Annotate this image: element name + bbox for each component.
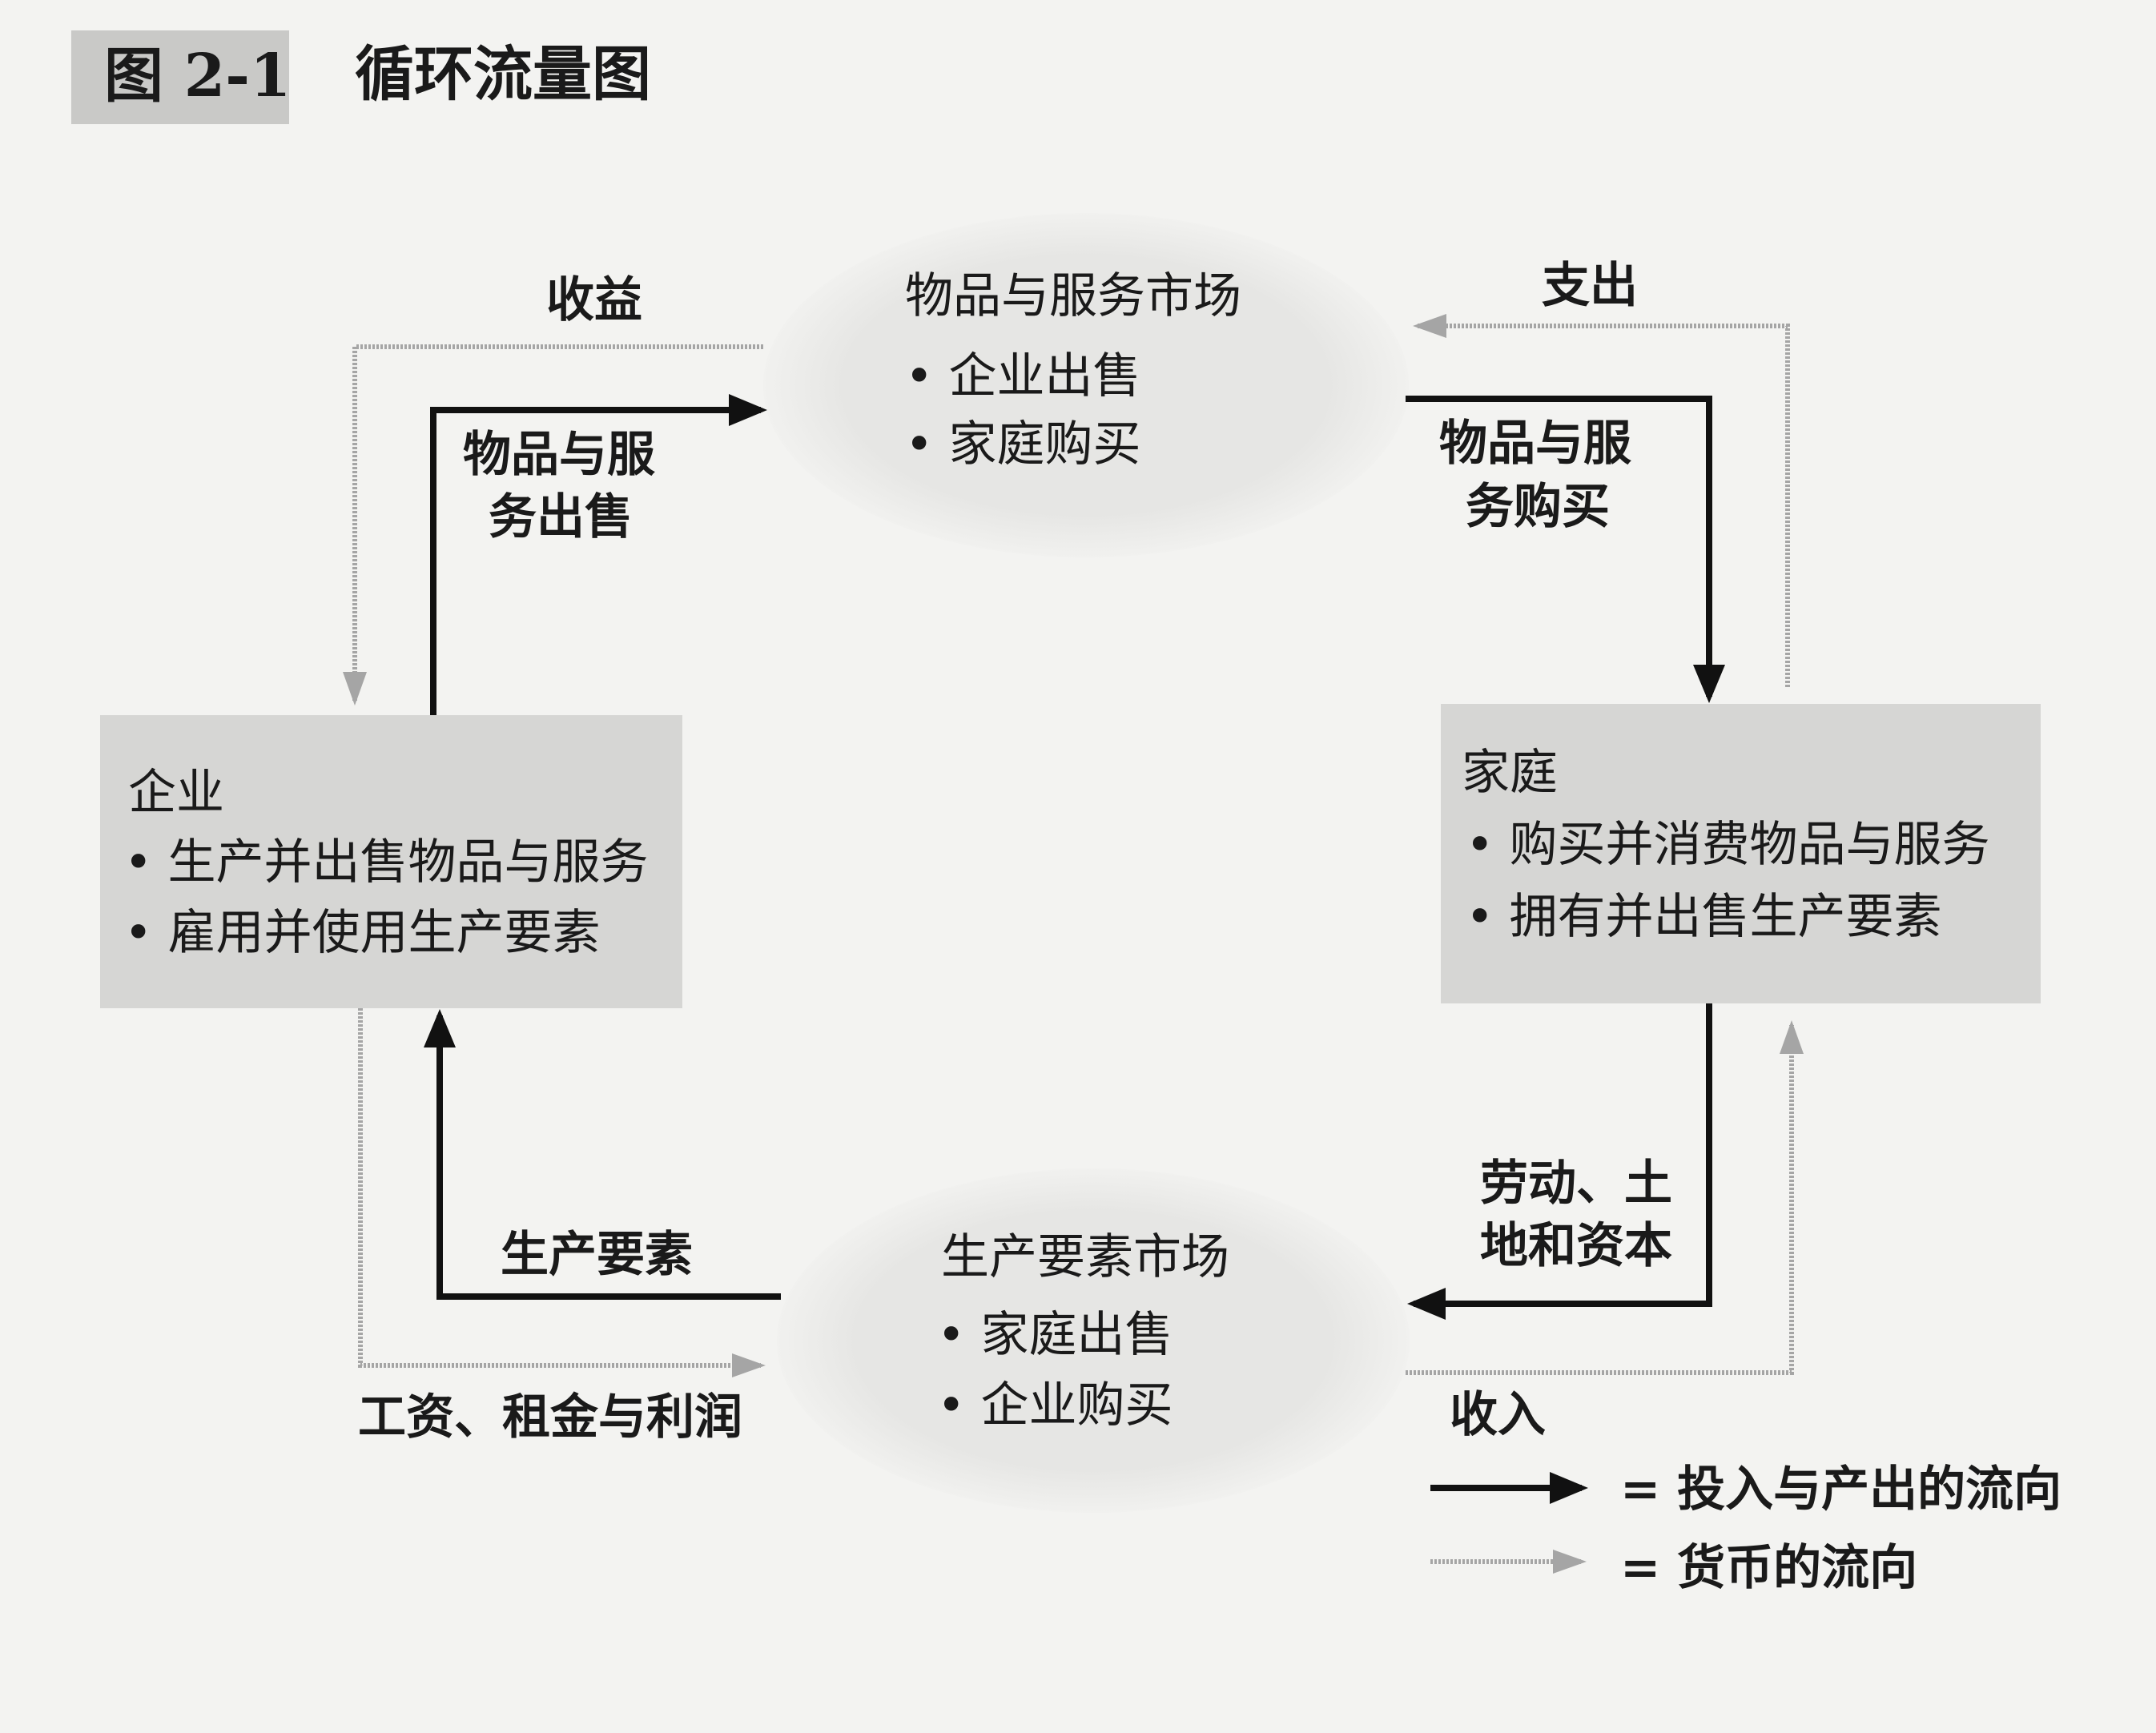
goods-market-item: • 家庭购买 <box>905 416 1140 472</box>
revenue-arrow <box>343 344 763 706</box>
legend-money-label: = 货币的流向 <box>1620 1540 1917 1596</box>
figure-number-box <box>71 30 289 124</box>
labor-land-capital-label: 劳动、土 <box>1480 1156 1672 1212</box>
goods-sold-label: 物品与服 <box>463 427 655 483</box>
goods-sold-label: 务出售 <box>489 489 633 545</box>
legend-real-label: = 投入与产出的流向 <box>1620 1462 2061 1518</box>
goods-market-item: • 企业出售 <box>905 348 1140 404</box>
income-arrow <box>1406 1020 1804 1375</box>
labor-land-capital-label: 地和资本 <box>1480 1218 1672 1274</box>
goods-bought-arrow <box>1406 396 1725 703</box>
labor-supply-arrow <box>1407 1003 1712 1320</box>
households-item: • 购买并消费物品与服务 <box>1466 817 1989 873</box>
households-title: 家庭 <box>1462 745 1558 801</box>
factor-market-ellipse <box>777 1168 1410 1513</box>
goods-bought-label: 物品与服 <box>1439 416 1631 472</box>
factors-bought-arrow <box>424 1009 781 1300</box>
income-label: 收入 <box>1450 1387 1546 1443</box>
goods-bought-label: 务购买 <box>1466 479 1610 535</box>
firms-item: • 雇用并使用生产要素 <box>124 905 600 961</box>
goods-market-title: 物品与服务市场 <box>905 268 1241 324</box>
goods-market-ellipse <box>763 213 1409 557</box>
factor-market-item: • 企业购买 <box>937 1377 1173 1433</box>
wages-label: 工资、租金与利润 <box>358 1389 742 1446</box>
spending-arrow <box>1413 314 1790 687</box>
figure-title: 循环流量图 <box>355 40 651 109</box>
households-box <box>1441 704 2041 1003</box>
households-item: • 拥有并出售生产要素 <box>1466 889 1941 945</box>
firms-item: • 生产并出售物品与服务 <box>124 834 648 891</box>
revenue-label: 收益 <box>546 272 642 328</box>
wages-arrow <box>358 1008 766 1377</box>
factor-market-item: • 家庭出售 <box>937 1307 1173 1363</box>
firms-title: 企业 <box>128 765 224 821</box>
goods-sold-arrow <box>430 394 767 715</box>
figure-number: 图 2-1 <box>104 42 291 111</box>
factors-label: 生产要素 <box>501 1227 693 1283</box>
factor-market-title: 生产要素市场 <box>941 1229 1229 1285</box>
firms-box <box>100 715 682 1008</box>
spending-label: 支出 <box>1542 258 1638 314</box>
